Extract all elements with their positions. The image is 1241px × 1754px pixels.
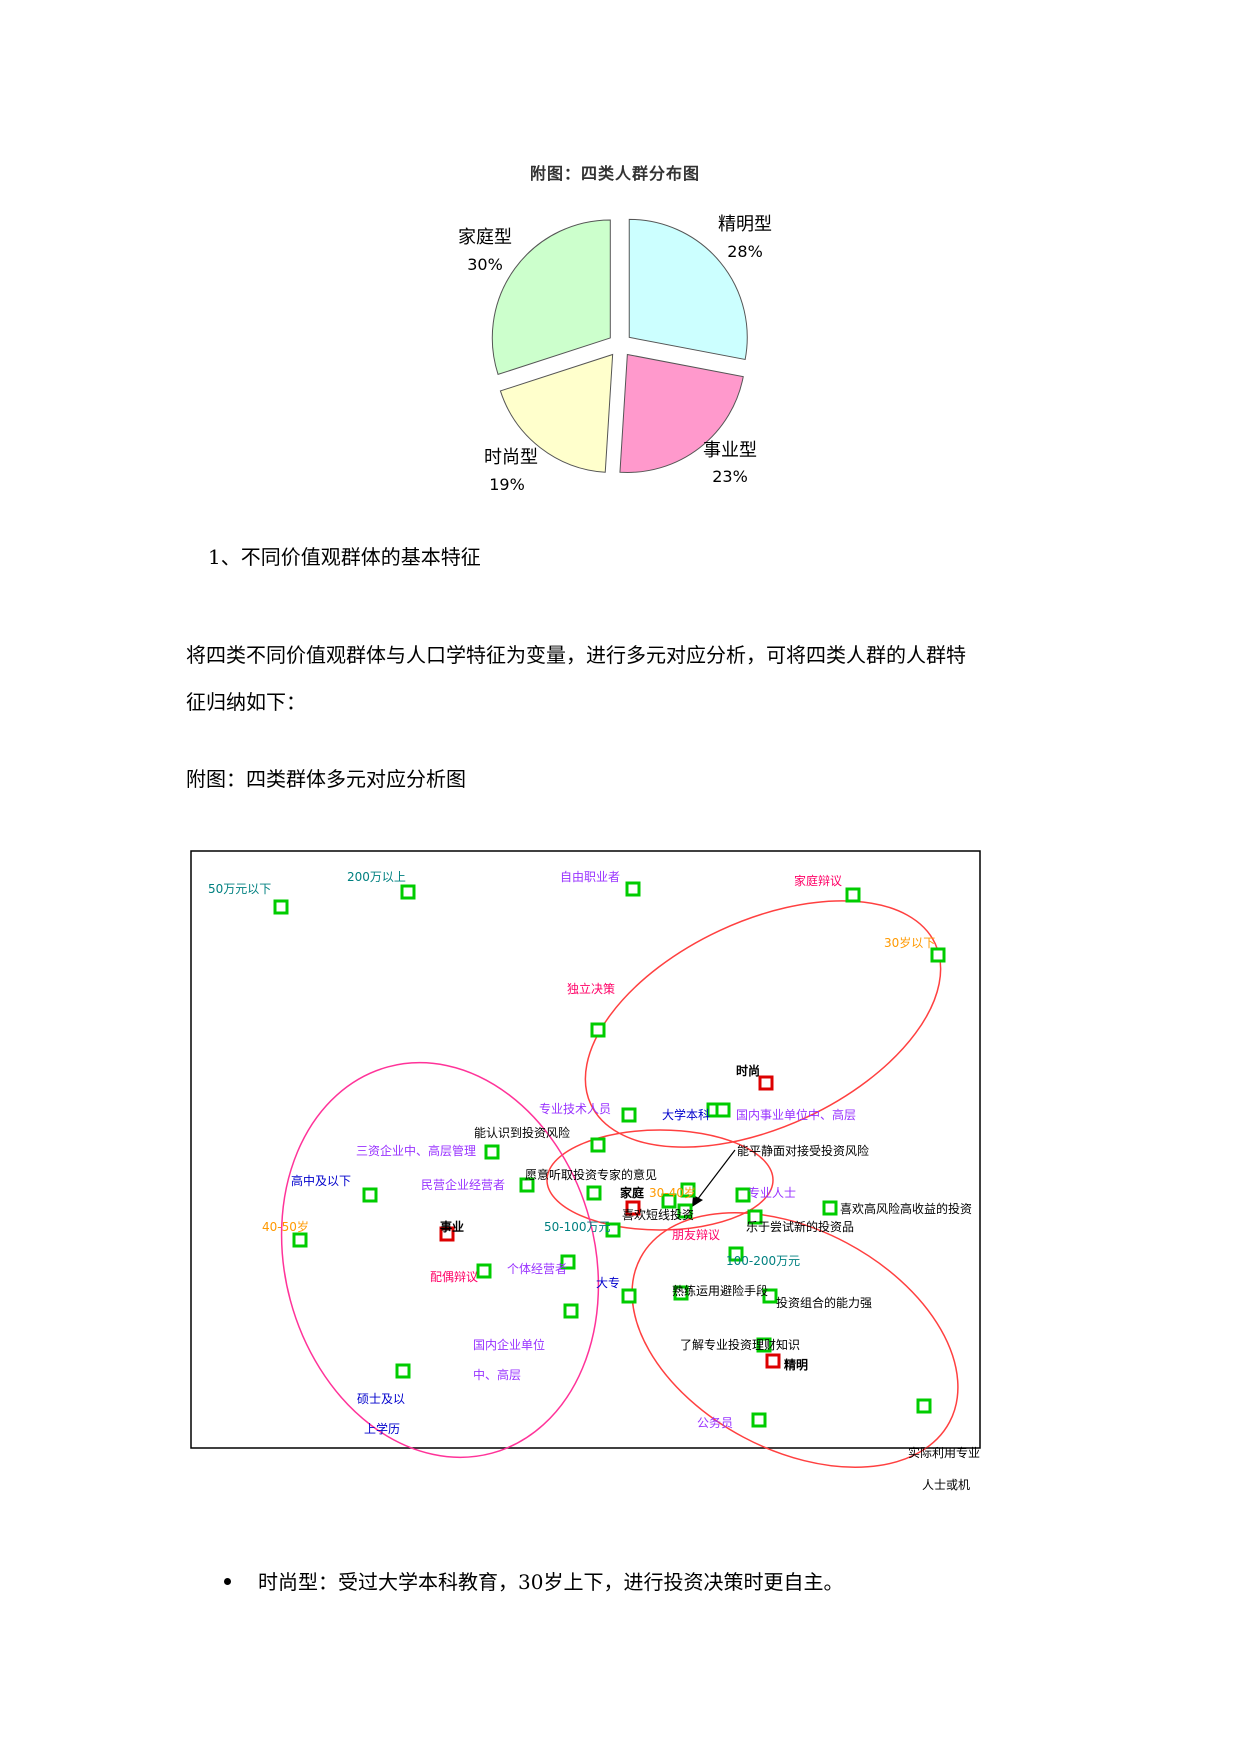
label-short-term: 喜欢短线投资 (622, 1208, 695, 1222)
pie-slice-0 (628, 218, 748, 361)
pie-value-shiye: 23% (712, 467, 748, 486)
label-domestic-corp: 国内企业单位 (473, 1338, 546, 1352)
pie-slice-2 (499, 353, 614, 473)
pie-label-jiating: 家庭型 (458, 227, 512, 248)
paragraph-line-1: 将四类不同价值观群体与人口学特征为变量，进行多元对应分析，可将四类人群的人群特 (186, 643, 966, 667)
label-domestic-inst: 国内事业单位中、高层 (736, 1108, 857, 1122)
pie-chart: 精明型 28% 事业型 23% 时尚型 19% 家庭型 30% (458, 214, 772, 494)
label-tech-staff: 专业技术人员 (539, 1102, 612, 1116)
pie-slice-3 (491, 219, 611, 376)
label-spouse-advice: 配偶辩议 (430, 1270, 479, 1284)
label-group-shishang: 时尚 (736, 1064, 761, 1078)
label-200w: 200万以上 (347, 870, 406, 884)
label-college: 大专 (596, 1276, 621, 1290)
label-professional: 专业人士 (748, 1186, 797, 1200)
label-under30: 30岁以下 (884, 936, 936, 950)
label-40-50: 40-50岁 (262, 1220, 309, 1234)
section-heading: 1、不同价值观群体的基本特征 (208, 545, 481, 569)
label-50-100w: 50-100万元 (544, 1220, 611, 1234)
label-foreign-mgmt: 三资企业中、高层管理 (356, 1144, 477, 1158)
label-family-advice: 家庭辩议 (794, 874, 843, 888)
label-civil-servant: 公务员 (697, 1416, 734, 1430)
label-bachelor: 大学本科 (662, 1108, 711, 1122)
label-100-200w: 100-200万元 (726, 1254, 801, 1268)
label-hedging: 熟练运用避险手段 (672, 1284, 769, 1298)
bullet-dot (224, 1578, 231, 1585)
pie-value-jingming: 28% (727, 242, 763, 261)
label-highschool: 高中及以下 (291, 1174, 352, 1188)
label-friend-advice: 朋友辩议 (672, 1228, 721, 1242)
label-private-owner: 民营企业经营者 (421, 1178, 506, 1192)
pie-value-jiating: 30% (467, 255, 503, 274)
label-mid-high: 中、高层 (473, 1368, 522, 1382)
label-portfolio: 投资组合的能力强 (776, 1296, 873, 1310)
label-freelance: 自由职业者 (560, 870, 621, 884)
label-group-jiating: 家庭 (620, 1186, 645, 1200)
label-try-new: 乐于尝试新的投资品 (746, 1220, 855, 1234)
label-calm-risk: 能平静面对接受投资风险 (737, 1144, 870, 1158)
label-use-pro-1: 实际利用专业 (908, 1446, 981, 1460)
label-use-pro-2: 人士或机 (922, 1478, 971, 1492)
label-master-2: 上学历 (364, 1422, 401, 1436)
pie-slice-1 (619, 353, 744, 473)
pie-label-jingming: 精明型 (718, 214, 772, 235)
label-master-1: 硕士及以 (357, 1392, 406, 1406)
label-self-employed: 个体经营者 (507, 1262, 568, 1276)
pie-label-shiye: 事业型 (703, 440, 757, 461)
label-listen-expert: 愿意听取投资专家的意见 (525, 1168, 658, 1182)
pie-value-shishang: 19% (489, 475, 525, 494)
scatter-caption: 附图：四类群体多元对应分析图 (186, 767, 466, 791)
paragraph-line-2: 征归纳如下： (186, 690, 306, 714)
pie-label-shishang: 时尚型 (484, 447, 538, 468)
label-high-risk: 喜欢高风险高收益的投资 (840, 1202, 973, 1216)
label-independent: 独立决策 (567, 982, 616, 996)
pie-chart-title: 附图：四类人群分布图 (530, 164, 701, 183)
label-group-jingming: 精明 (784, 1358, 809, 1372)
label-aware-risk: 能认识到投资风险 (474, 1126, 571, 1140)
label-finance-knowledge: 了解专业投资理财知识 (680, 1338, 801, 1352)
bullet-text-shishang: 时尚型：受过大学本科教育，30岁上下，进行投资决策时更自主。 (258, 1570, 844, 1594)
label-group-shiye: 事业 (440, 1220, 465, 1234)
label-50w: 50万元以下 (208, 882, 272, 896)
label-30-40: 30-40岁 (649, 1186, 696, 1200)
